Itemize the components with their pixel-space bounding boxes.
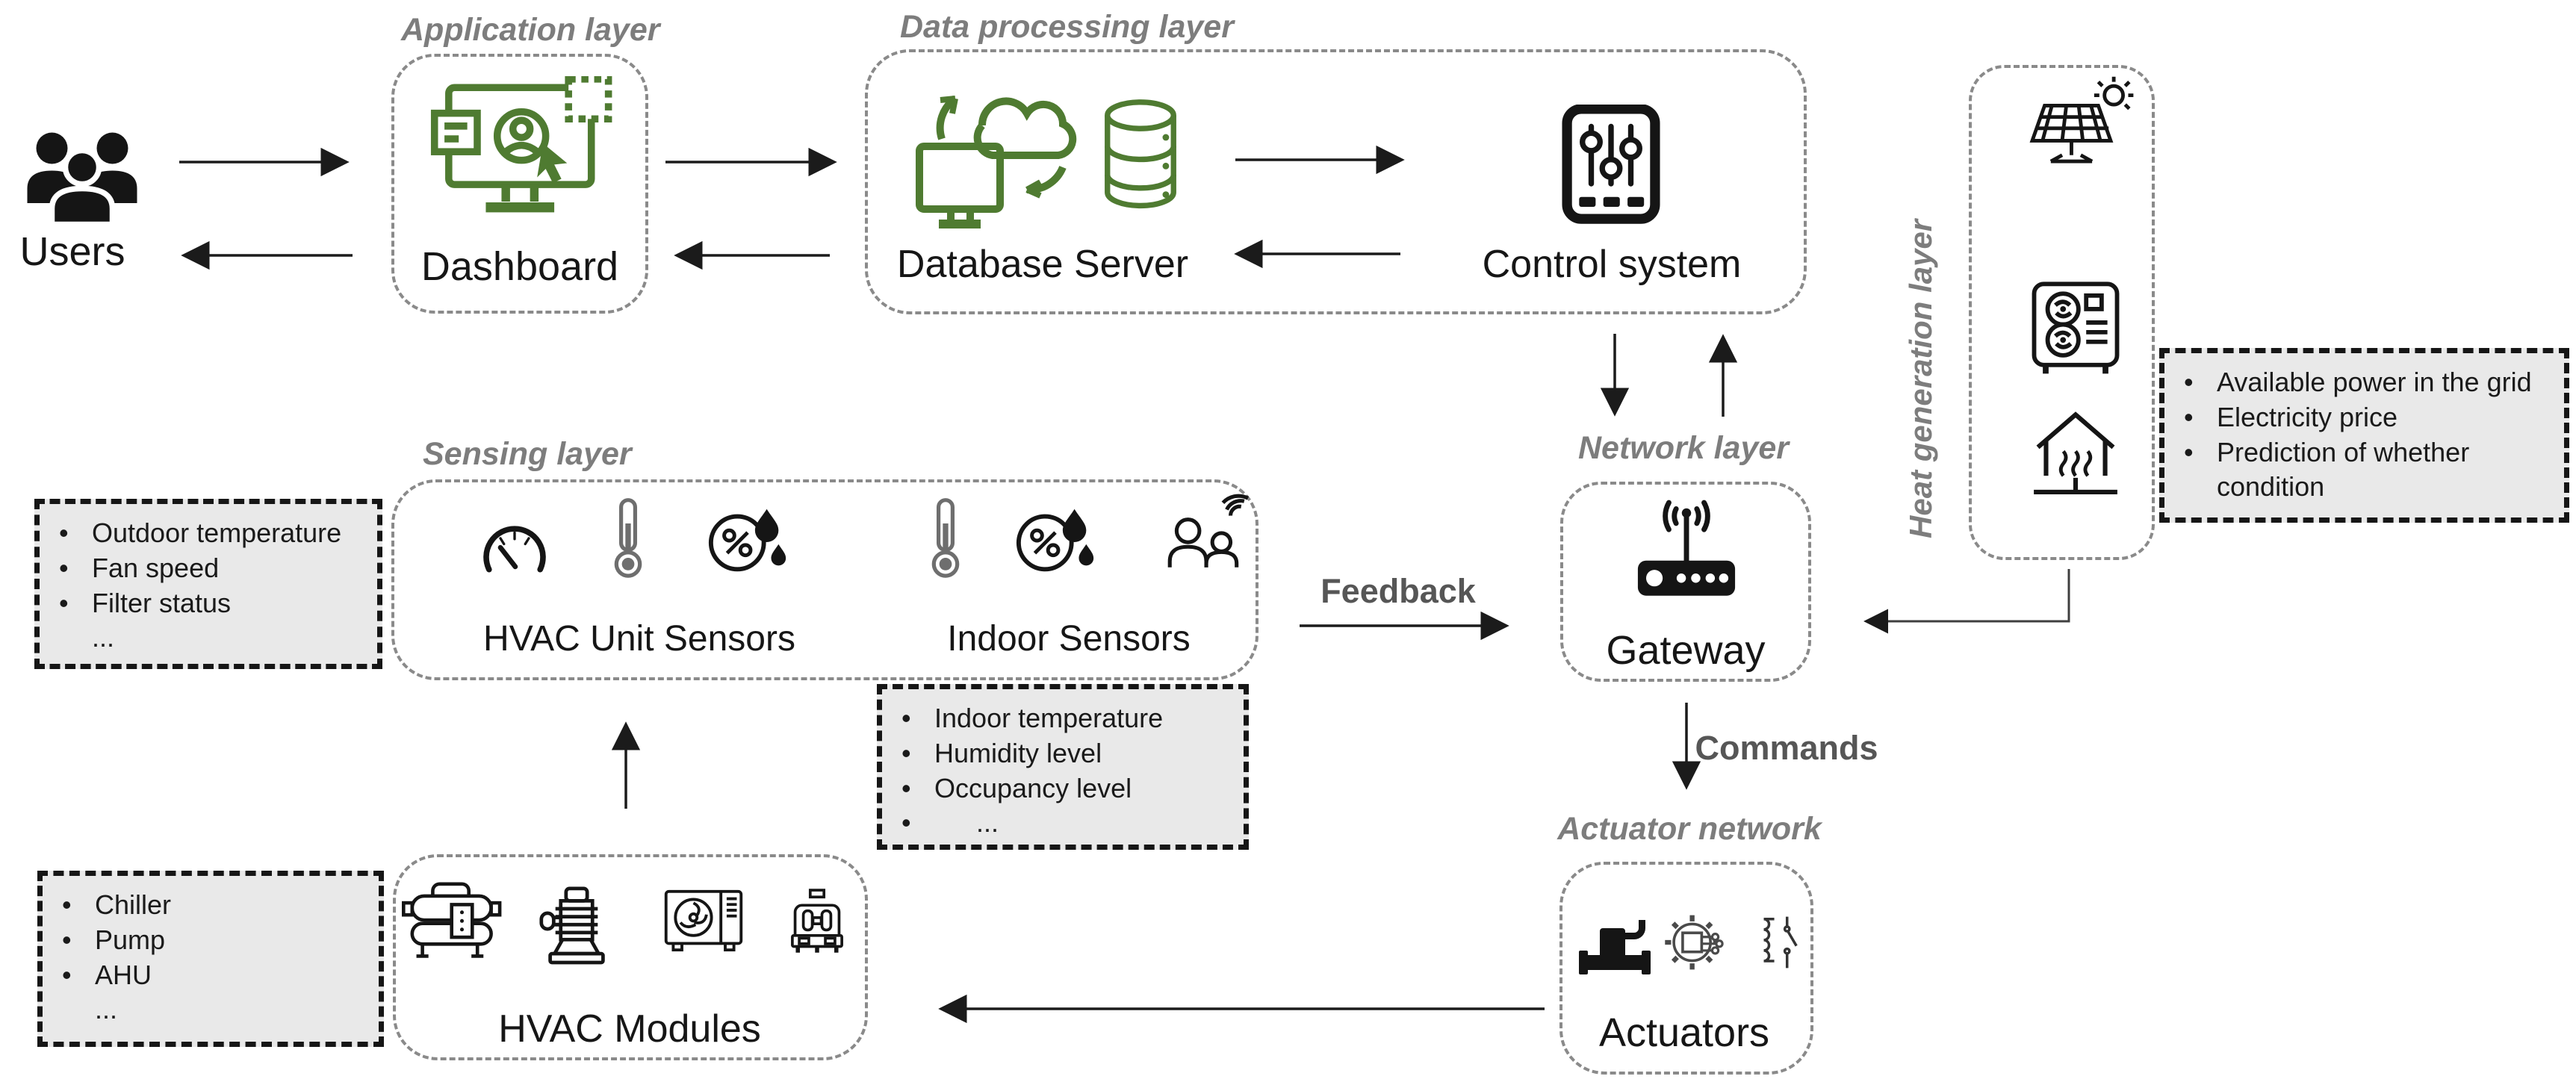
annotation-hvac-unit-sensor-params: • Outdoor temperature • Fan speed • Filter …: [34, 499, 382, 669]
occupancy-icon: [1159, 493, 1250, 576]
annotation-item: Pump: [95, 924, 166, 955]
database-server-label: Database Server: [896, 243, 1189, 286]
gauge-icon: [476, 523, 553, 579]
humidity-icon: [705, 500, 793, 579]
annotation-item: Occupancy level: [934, 772, 1132, 803]
hvac-modules-label: HVAC Modules: [498, 1007, 761, 1051]
control-system-label: Control system: [1482, 243, 1742, 286]
actuators-label: Actuators: [1598, 1010, 1770, 1055]
feedback-label: Feedback: [1320, 572, 1476, 610]
hvac-modules-box: [393, 854, 868, 1060]
actuator-network-label: Actuator network: [1557, 811, 1822, 847]
annotation-heat-generation-inputs: • Available power in the grid • Electricit…: [2159, 348, 2569, 523]
heat-pump-icon: [2023, 273, 2129, 386]
network-layer-label: Network layer: [1577, 430, 1790, 466]
valve-icon: [1577, 912, 1652, 981]
bullet: •: [2184, 436, 2194, 467]
ac-unit-icon: [660, 880, 747, 962]
chip-gear-icon: [1660, 905, 1734, 980]
database-icon: [1096, 91, 1185, 226]
annotation-item: Chiller: [95, 889, 172, 920]
bullet: •: [59, 552, 69, 583]
annotation-item: Prediction of whether condition: [2217, 436, 2470, 503]
annotation-item: Fan speed: [92, 552, 220, 583]
gateway-router-icon: [1619, 494, 1754, 612]
annotation-item: Electricity price: [2217, 401, 2398, 432]
annotation-item: AHU: [95, 959, 152, 990]
annotation-item: Filter status: [92, 587, 232, 618]
annotation-item: Outdoor temperature: [92, 517, 342, 548]
annotation-hvac-module-types: •Chiller •Pump •AHU •...: [37, 871, 384, 1047]
bullet: •: [901, 703, 911, 733]
application-layer-box: [391, 54, 648, 314]
bullet: •: [59, 587, 69, 618]
bullet: •: [2184, 367, 2194, 397]
chiller-icon: [402, 875, 505, 969]
actuator-network-box: [1559, 862, 1813, 1075]
relay-icon: [1744, 902, 1802, 983]
bullet: •: [901, 772, 911, 803]
application-layer-label: Application layer: [401, 12, 660, 48]
dashboard-icon: [424, 76, 624, 233]
gateway-label: Gateway: [1606, 628, 1766, 673]
data-processing-layer-box: [865, 49, 1807, 314]
bullet: •: [901, 737, 911, 768]
heat-generation-layer-label: Heat generation layer: [1903, 219, 1938, 538]
house-heating-icon: [2020, 390, 2132, 511]
annotation-item: ...: [92, 622, 115, 653]
bullet: •: [62, 889, 72, 920]
annotation-item: ...: [95, 994, 118, 1025]
data-processing-layer-label: Data processing layer: [900, 9, 1234, 45]
bullet: •: [59, 517, 69, 548]
bullet: •: [62, 959, 72, 990]
pump-icon: [533, 880, 621, 972]
thermometer-icon: [928, 496, 963, 584]
heat-generation-layer-box: [1969, 65, 2155, 560]
thermometer-icon: [611, 496, 645, 584]
dashboard-label: Dashboard: [420, 244, 619, 289]
humidity-icon: [1013, 500, 1101, 579]
solar-panel-icon: [2011, 75, 2140, 188]
hvac-unit-sensors-label: HVAC Unit Sensors: [483, 619, 795, 659]
commands-label: Commands: [1695, 729, 1878, 767]
cloud-sync-icon: [900, 66, 1124, 230]
users-icon: [19, 118, 146, 230]
annotation-item: Indoor temperature: [934, 703, 1164, 733]
sensing-layer-label: Sensing layer: [423, 436, 632, 472]
annotation-indoor-sensor-params: • Indoor temperature • Humidity level • Occ…: [877, 684, 1249, 850]
annotation-item: Available power in the grid: [2217, 367, 2532, 397]
indoor-sensors-label: Indoor Sensors: [947, 619, 1191, 659]
annotation-item: ...: [976, 807, 999, 839]
boiler-icon: [783, 878, 851, 972]
bullet: •: [2184, 401, 2194, 432]
network-layer-box: [1560, 482, 1811, 682]
sensing-layer-box: [391, 479, 1258, 680]
users-label: Users: [19, 229, 125, 274]
bullet: •: [62, 924, 72, 955]
bullet: •: [901, 807, 911, 839]
annotation-item: Humidity level: [934, 737, 1102, 768]
connector-heatgen-to-gateway: [1863, 569, 2070, 634]
control-sliders-icon: [1555, 105, 1667, 226]
